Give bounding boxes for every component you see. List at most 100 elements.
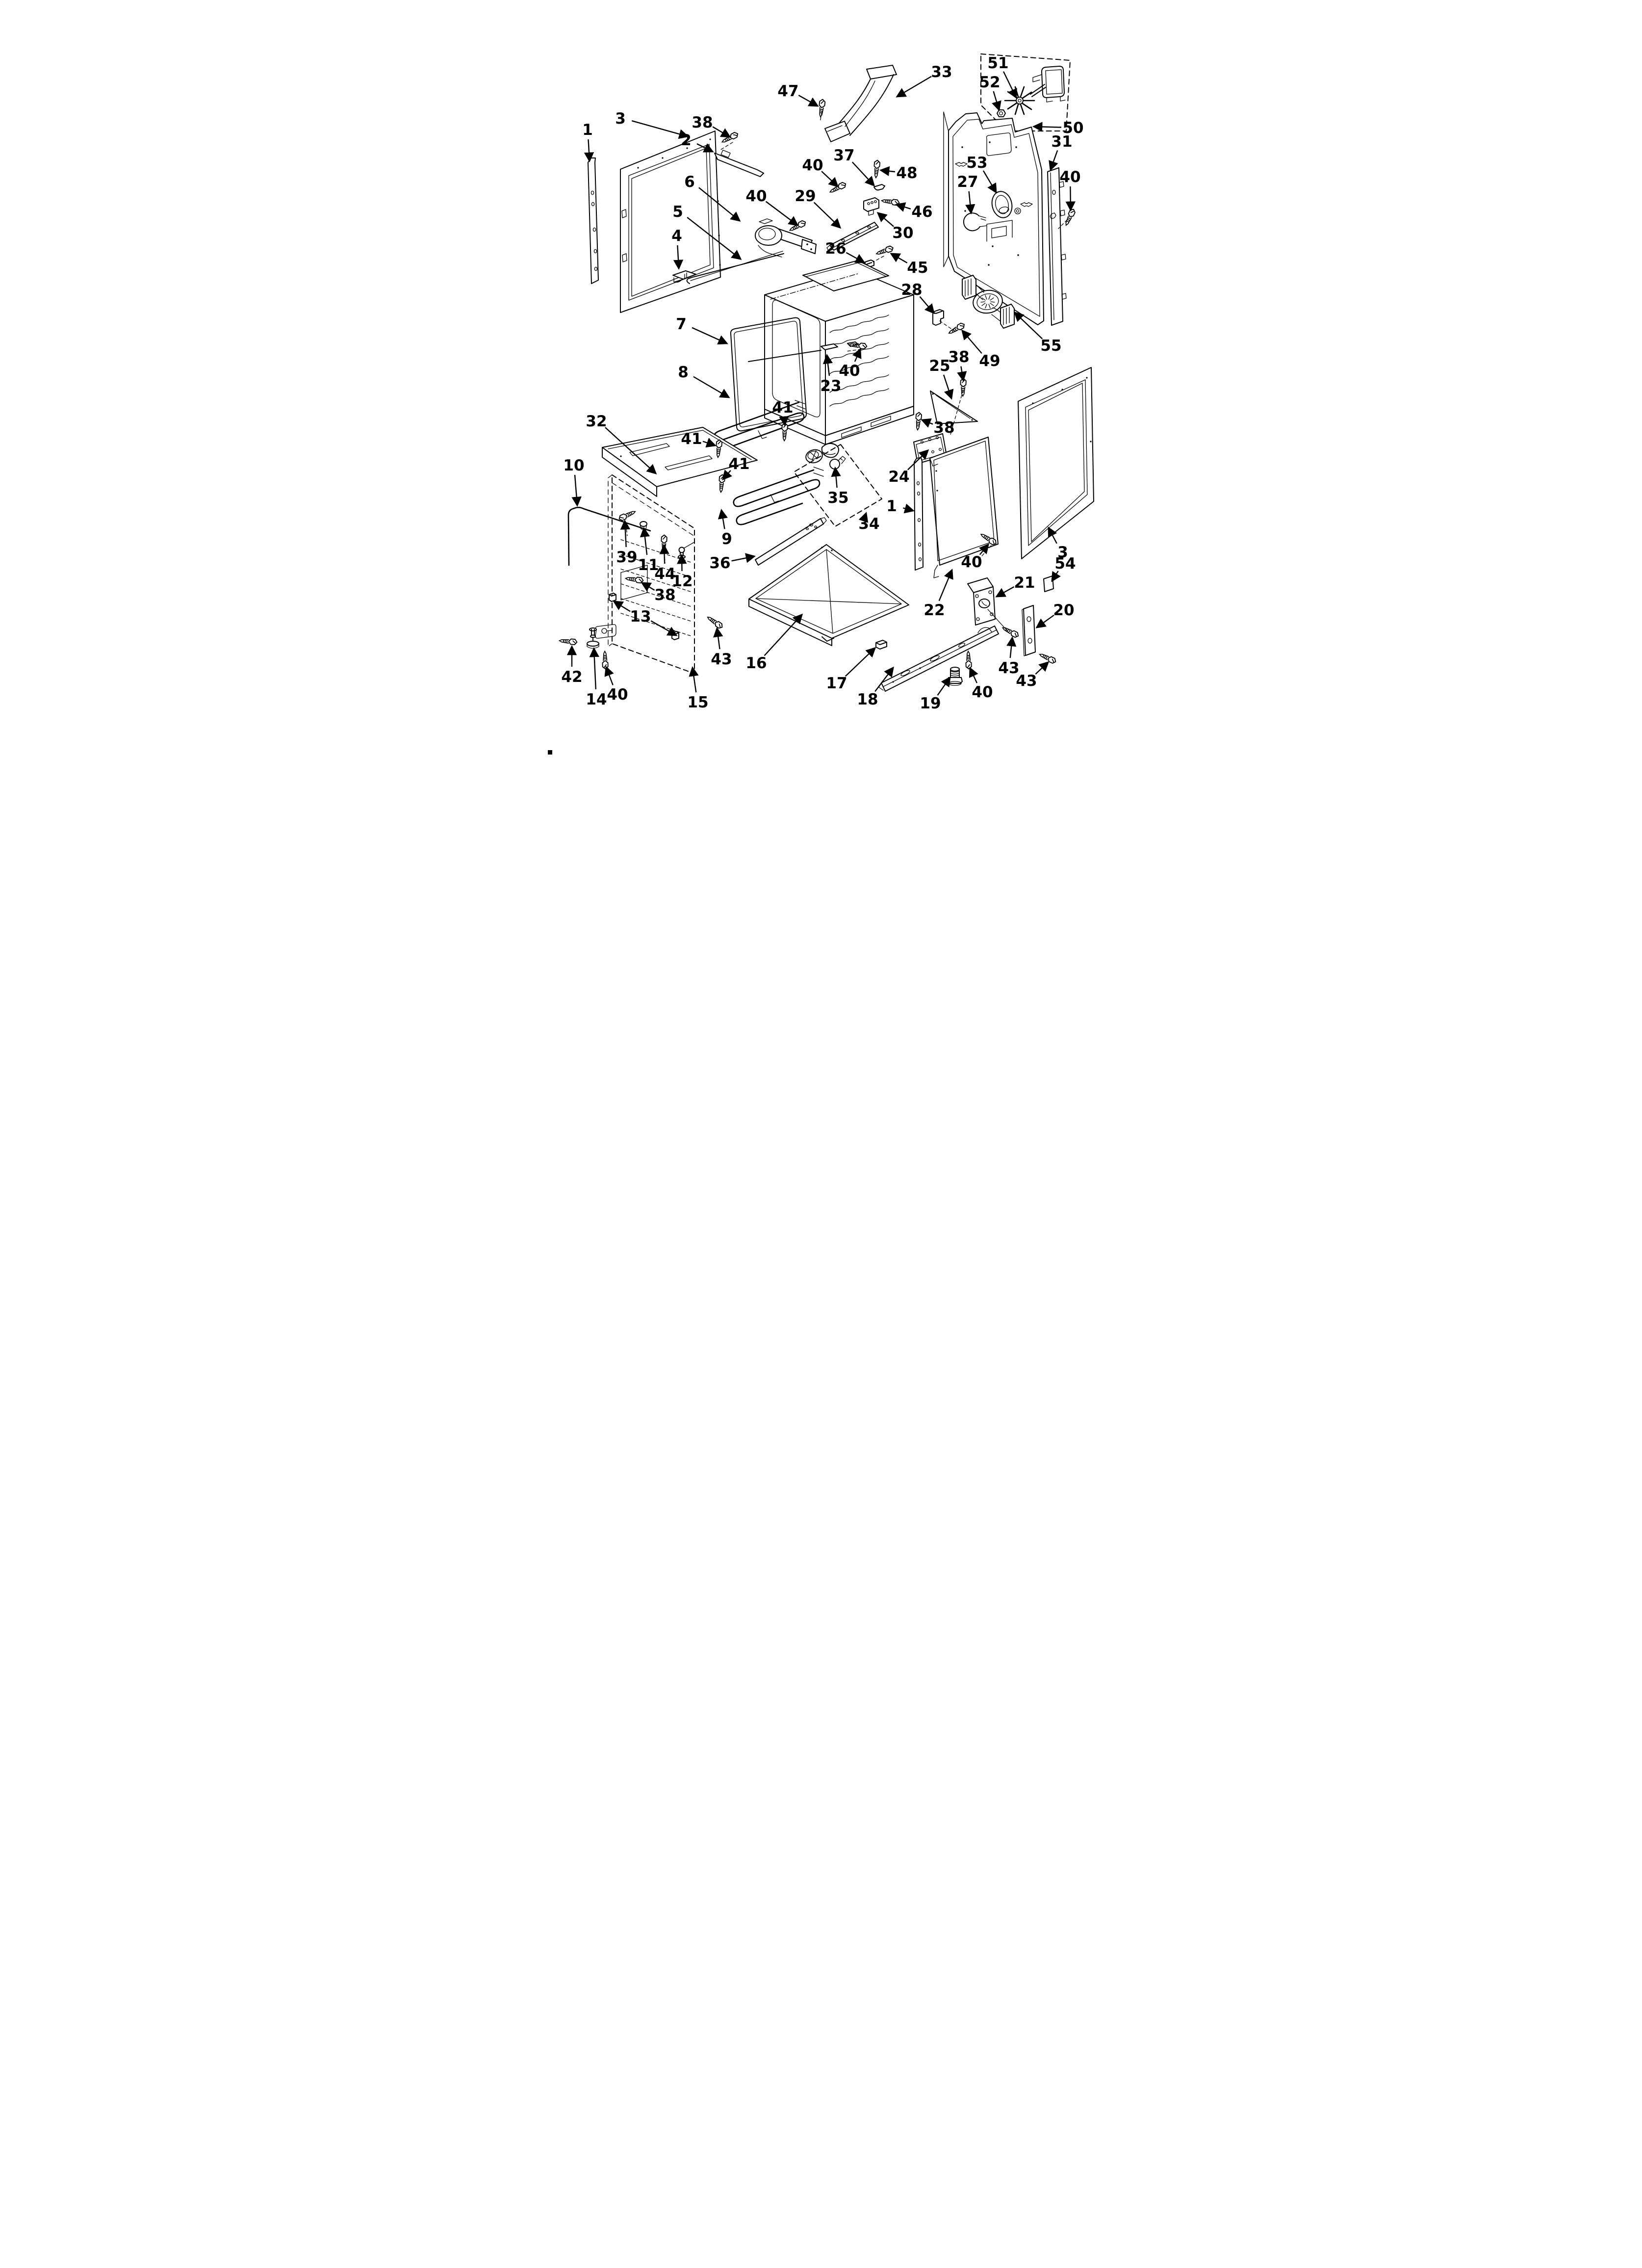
callout-2: 2 <box>681 131 692 149</box>
callout-40: 40 <box>961 553 982 571</box>
callout-15: 15 <box>687 694 708 711</box>
callout-leader-43 <box>1035 661 1050 675</box>
callout-leader-55 <box>1013 311 1043 339</box>
deflector-36 <box>755 517 827 566</box>
spacer-54 <box>1043 575 1054 592</box>
plate-20 <box>1022 605 1036 656</box>
callout-14: 14 <box>586 691 607 708</box>
convection-motor-50 <box>1030 66 1066 103</box>
callout-leader-9 <box>718 508 728 529</box>
callout-leader-39 <box>620 519 631 547</box>
vent-duct-33 <box>824 65 897 142</box>
callout-leader-33 <box>896 76 932 98</box>
callout-37: 37 <box>833 147 854 164</box>
callout-40: 40 <box>1059 168 1080 186</box>
callout-leader-3 <box>1048 526 1057 544</box>
callout-leader-10 <box>571 474 582 507</box>
screw-fastener <box>716 439 723 459</box>
callout-43: 43 <box>998 659 1019 677</box>
callout-leader-13 <box>650 620 678 636</box>
light-kit-35 <box>805 443 846 469</box>
callout-leader-11 <box>640 526 650 555</box>
callout-38: 38 <box>692 114 713 131</box>
fan-nut-52-hole <box>999 111 1003 116</box>
callout-leader-6 <box>698 187 741 222</box>
callout-31: 31 <box>1051 133 1072 151</box>
callout-38: 38 <box>933 419 954 437</box>
callout-32: 32 <box>586 413 607 430</box>
callout-leader-40 <box>979 543 989 555</box>
bracket-21 <box>967 577 1008 631</box>
screw-fastener <box>707 616 723 629</box>
callout-leader-40 <box>821 171 839 188</box>
callout-52: 52 <box>979 74 1000 91</box>
callout-leader-41 <box>702 438 717 448</box>
callout-47: 47 <box>777 82 798 100</box>
callout-leader-7 <box>692 327 728 345</box>
callout-leader-41 <box>779 416 789 427</box>
callout-leader-43 <box>713 626 723 650</box>
latch-motor-6 <box>755 218 817 258</box>
callout-leader-26 <box>846 252 866 263</box>
convection-kit-50 <box>980 53 1071 131</box>
screw-fastener <box>848 342 868 350</box>
callout-leader-28 <box>919 296 935 314</box>
callout-leader-50 <box>1032 122 1062 132</box>
callout-leader-45 <box>890 253 908 263</box>
screw-fastener <box>558 638 578 646</box>
callout-48: 48 <box>896 164 917 182</box>
screw-fastener <box>980 534 997 546</box>
callout-43: 43 <box>1016 672 1037 690</box>
callout-leader-22 <box>938 569 953 601</box>
callout-30: 30 <box>892 224 913 242</box>
callout-40: 40 <box>802 156 823 174</box>
callout-34: 34 <box>858 515 879 533</box>
fan-cover-55 <box>962 275 1015 329</box>
callout-36: 36 <box>709 554 730 572</box>
callout-leader-35 <box>831 466 841 488</box>
callout-leader-47 <box>798 95 819 107</box>
callout-12: 12 <box>671 573 693 590</box>
shoulder-screw-12 <box>678 542 695 559</box>
callout-leader-24 <box>907 449 929 470</box>
leveling-bolt-19 <box>947 667 963 686</box>
screw-fastener <box>1065 209 1076 226</box>
callout-41: 41 <box>728 455 749 473</box>
callout-11: 11 <box>638 556 659 574</box>
callout-24: 24 <box>888 468 909 486</box>
callout-leader-17 <box>845 647 876 677</box>
callout-leader-38 <box>957 366 967 382</box>
screw-fastener <box>618 511 636 521</box>
callout-leader-44 <box>659 544 669 564</box>
callout-51: 51 <box>987 54 1008 72</box>
callout-29: 29 <box>795 187 816 205</box>
screw-fastener <box>602 650 609 670</box>
screw-fastener <box>965 650 972 670</box>
callout-38: 38 <box>654 586 675 604</box>
callout-leader-40 <box>1065 186 1076 212</box>
callout-leader-19 <box>937 676 951 696</box>
callout-42: 42 <box>561 668 582 686</box>
callout-21: 21 <box>1014 574 1035 592</box>
callout-13: 13 <box>630 608 651 626</box>
clip-37 <box>873 184 885 191</box>
callout-leader-38 <box>712 126 731 138</box>
callout-leader-15 <box>689 666 699 693</box>
callout-23: 23 <box>820 377 841 395</box>
callout-leader-14 <box>589 647 599 690</box>
callout-leader-18 <box>874 666 894 692</box>
diagram-svg: 1338265447334037482940302645284651525031… <box>548 53 1094 755</box>
callout-9: 9 <box>721 530 732 548</box>
callout-leader-30 <box>876 212 894 227</box>
callout-40: 40 <box>745 187 767 205</box>
callout-leader-40 <box>765 201 799 226</box>
brace-25 <box>930 391 978 424</box>
rail-29 <box>826 222 879 252</box>
callout-leader-38 <box>921 418 933 428</box>
screw-fastener <box>829 182 847 193</box>
callout-20: 20 <box>1053 601 1074 619</box>
callout-leader-1 <box>903 503 915 514</box>
latch-rod-5 <box>686 251 784 284</box>
dashed-box-34 <box>794 444 882 527</box>
bracket-2 <box>714 150 764 177</box>
